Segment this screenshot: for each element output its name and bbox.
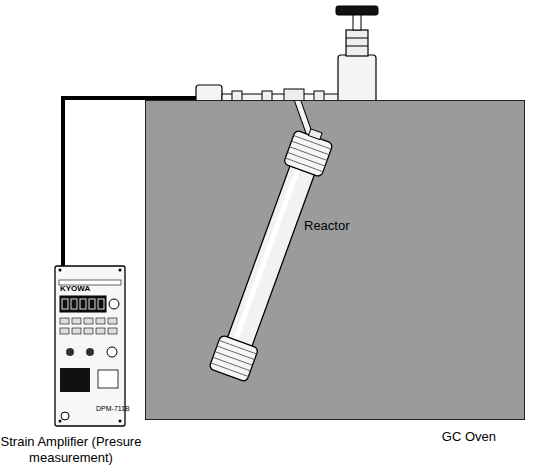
valve-bonnet	[346, 30, 368, 56]
reactor-label: Reactor	[304, 218, 350, 234]
gc-oven: ReactorGC Oven	[145, 100, 525, 420]
reactor-drawing	[206, 101, 366, 401]
top-cap	[283, 130, 333, 178]
valve-body	[338, 55, 376, 103]
amplifier-label: Strain Amplifier (Presure measurement)	[0, 434, 142, 466]
valve-handle	[336, 6, 378, 15]
brand-label: KYOWA	[60, 284, 90, 293]
oven-label: GC Oven	[442, 429, 496, 445]
model-label: DPM-711B	[96, 405, 130, 413]
reactor-cylinder	[209, 124, 336, 382]
valve-stem	[353, 14, 361, 30]
bottom-cap	[209, 335, 259, 383]
reactor: Reactor	[206, 101, 366, 401]
